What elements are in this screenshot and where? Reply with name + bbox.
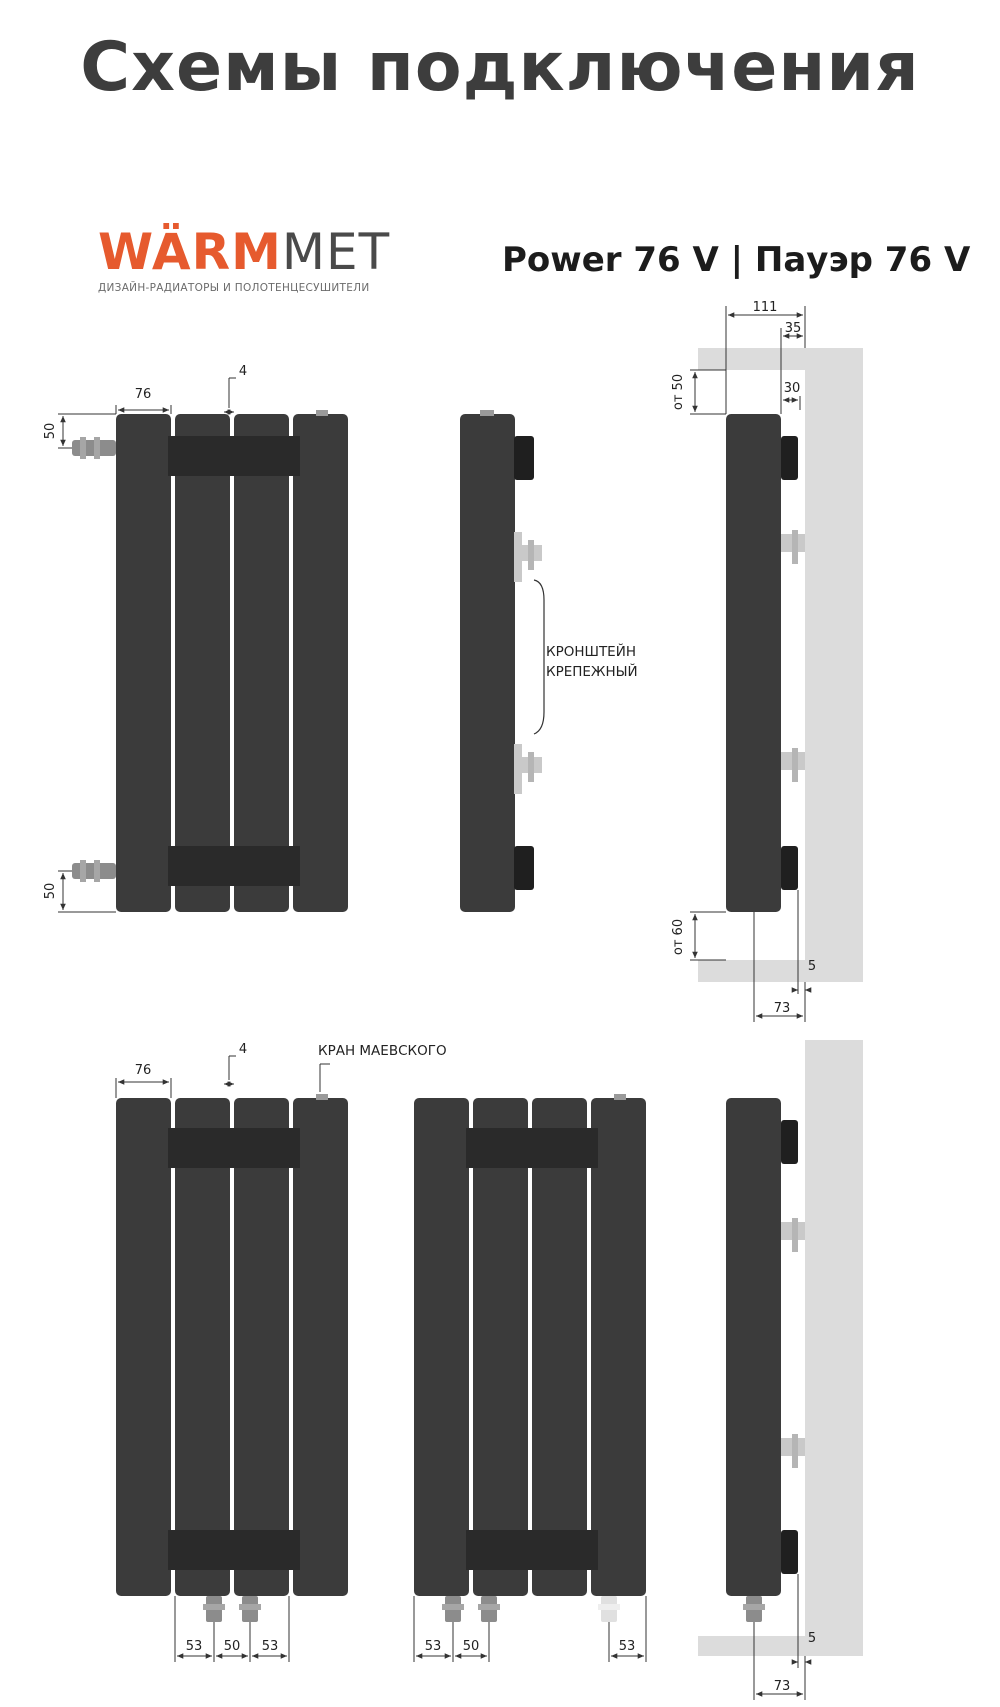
radiator-section xyxy=(234,414,289,912)
radiator-side xyxy=(460,414,515,912)
dimension-depth-111: 111 xyxy=(725,300,806,414)
radiator-section xyxy=(116,1098,171,1596)
dim-label: 53 xyxy=(186,1639,203,1654)
bracket-label: КРОНШТЕЙН xyxy=(546,642,636,660)
mayevsky-label: КРАН МАЕВСКОГО xyxy=(318,1043,447,1059)
dim-label: 53 xyxy=(619,1639,636,1654)
plug-icon xyxy=(598,1596,620,1622)
connection-pipe xyxy=(203,1596,225,1622)
brand-name: WÄRMMET xyxy=(98,226,390,278)
bracket-icon xyxy=(781,1434,805,1468)
dim-label: 76 xyxy=(135,387,152,402)
radiator-section xyxy=(175,1098,230,1596)
dimension-section-width-bottom: 76 xyxy=(115,1063,172,1098)
radiator-section xyxy=(293,414,348,912)
floor-strip xyxy=(698,1636,863,1656)
radiator-section xyxy=(116,414,171,912)
radiator-section xyxy=(234,1098,289,1596)
dimension-gap-bottom: 4 xyxy=(224,1042,247,1087)
radiator-section xyxy=(175,414,230,912)
dimension-pipe-offset-bottom: 50 xyxy=(43,870,116,913)
front-view-bottom-connection xyxy=(116,1094,348,1622)
dim-label: 5 xyxy=(808,1631,816,1646)
bracket-icon xyxy=(781,1218,805,1252)
dim-label: 50 xyxy=(463,1639,480,1654)
connection-pipe xyxy=(743,1596,765,1622)
side-view-brackets: КРОНШТЕЙН КРЕПЕЖНЫЙ xyxy=(460,410,638,912)
radiator-section xyxy=(532,1098,587,1596)
mayevsky-valve-icon xyxy=(614,1094,626,1100)
dim-label: 73 xyxy=(774,1679,791,1694)
radiator-section xyxy=(473,1098,528,1596)
inlet-pipe-top xyxy=(72,437,116,459)
wall xyxy=(805,348,863,982)
connection-pipe xyxy=(239,1596,261,1622)
outlet-pipe-bottom xyxy=(72,860,116,882)
dimension-35: 35 xyxy=(780,321,803,414)
radiator-section xyxy=(414,1098,469,1596)
dimension-5: 5 xyxy=(791,890,816,994)
dim-label: 50 xyxy=(224,1639,241,1654)
dimension-bottom-spacing-left: 53 50 53 xyxy=(174,1596,290,1662)
radiator-section xyxy=(293,1098,348,1596)
dimension-5-bottom: 5 xyxy=(791,1574,816,1668)
mayevsky-valve-icon xyxy=(316,1094,328,1100)
dimension-from-top: от 50 xyxy=(671,369,726,415)
dim-label: 30 xyxy=(784,381,801,396)
side-view-wall-bottom-connection xyxy=(698,1040,863,1656)
radiator-section xyxy=(591,1098,646,1596)
dimension-pipe-offset-top: 50 xyxy=(43,413,116,449)
front-view-bottom-connection-alt xyxy=(414,1094,646,1622)
bracket-icon xyxy=(514,744,542,794)
dim-label: 4 xyxy=(239,364,247,379)
radiator-side xyxy=(726,1098,781,1596)
dimension-30: 30 xyxy=(783,381,801,410)
bracket-icon xyxy=(781,748,805,782)
connection-pipe xyxy=(442,1596,464,1622)
radiator-side xyxy=(726,414,781,912)
collector-bottom xyxy=(514,846,534,890)
page-title: Схемы подключения xyxy=(80,28,920,107)
dimension-section-width: 76 xyxy=(115,387,172,414)
dimension-73: 73 xyxy=(753,912,806,1022)
dim-label: 76 xyxy=(135,1063,152,1078)
mayevsky-label-group: КРАН МАЕВСКОГО xyxy=(318,1043,447,1092)
wall xyxy=(805,1040,863,1656)
dimension-73-bottom: 73 xyxy=(753,1622,806,1700)
dimension-gap: 4 xyxy=(224,364,247,415)
dim-label: 53 xyxy=(425,1639,442,1654)
model-title: Power 76 V | Пауэр 76 V xyxy=(502,240,971,280)
dim-label: 50 xyxy=(43,883,58,900)
connection-pipe xyxy=(478,1596,500,1622)
brand-tagline: ДИЗАЙН-РАДИАТОРЫ И ПОЛОТЕНЦЕСУШИТЕЛИ xyxy=(98,282,370,294)
bracket-icon xyxy=(781,530,805,564)
bracket-label: КРЕПЕЖНЫЙ xyxy=(546,662,638,680)
side-view-wall-mount xyxy=(698,348,863,982)
front-view-side-connection xyxy=(72,410,348,912)
dimension-bottom-spacing-middle: 53 50 53 xyxy=(413,1596,647,1662)
dimension-from-bottom: от 60 xyxy=(671,911,726,961)
dim-label: 35 xyxy=(785,321,802,336)
dim-label: 5 xyxy=(808,959,816,974)
dim-label: 73 xyxy=(774,1001,791,1016)
dim-label: от 50 xyxy=(671,374,686,410)
dim-label: 53 xyxy=(262,1639,279,1654)
brand-name-met: MET xyxy=(281,223,391,281)
dim-label: 111 xyxy=(753,300,778,315)
dim-label: от 60 xyxy=(671,919,686,955)
bracket-icon xyxy=(514,532,542,582)
collector-top xyxy=(514,436,534,480)
dim-label: 50 xyxy=(43,423,58,440)
brand-name-warm: WÄRM xyxy=(98,223,282,281)
floor-strip xyxy=(698,960,863,982)
dim-label: 4 xyxy=(239,1042,247,1057)
brand-logo: WÄRMMET ДИЗАЙН-РАДИАТОРЫ И ПОЛОТЕНЦЕСУШИ… xyxy=(98,226,390,294)
